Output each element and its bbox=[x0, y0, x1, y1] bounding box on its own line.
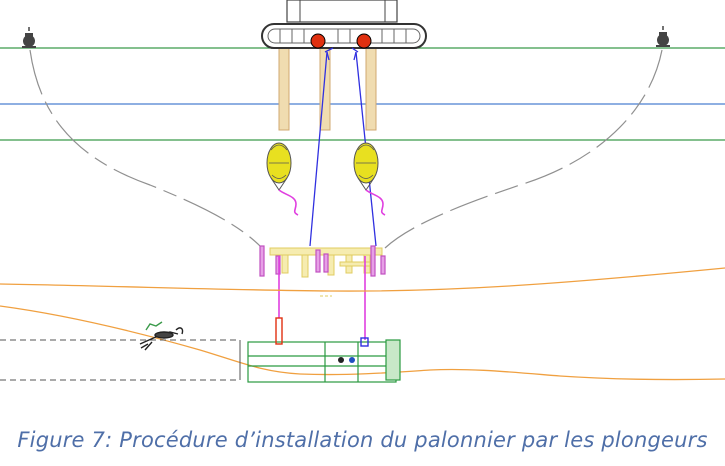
seabed-line-lower bbox=[0, 305, 725, 381]
lift-balloon-icon bbox=[353, 142, 386, 216]
mooring-line-right bbox=[384, 49, 663, 249]
installation-diagram bbox=[0, 0, 725, 383]
lifting-frame bbox=[259, 245, 386, 297]
lifting-point-red bbox=[275, 317, 283, 345]
support-piles bbox=[278, 47, 377, 131]
lifting-point-blue bbox=[360, 337, 369, 347]
buoy-right-icon bbox=[656, 26, 670, 47]
seabed-line-upper bbox=[0, 267, 725, 292]
buoy-left-icon bbox=[22, 27, 36, 48]
lifting-slings bbox=[278, 256, 366, 340]
crane-barge-icon bbox=[261, 0, 427, 49]
figure-caption: Figure 7: Procédure d’installation du pa… bbox=[17, 428, 708, 452]
existing-pipe-section bbox=[0, 339, 241, 381]
winch-right-icon bbox=[356, 33, 372, 49]
mooring-line-left bbox=[29, 49, 263, 249]
subsea-module bbox=[247, 339, 401, 383]
winch-left-icon bbox=[310, 33, 326, 49]
lift-balloon-icon bbox=[266, 142, 299, 216]
diver-icon bbox=[139, 321, 184, 351]
